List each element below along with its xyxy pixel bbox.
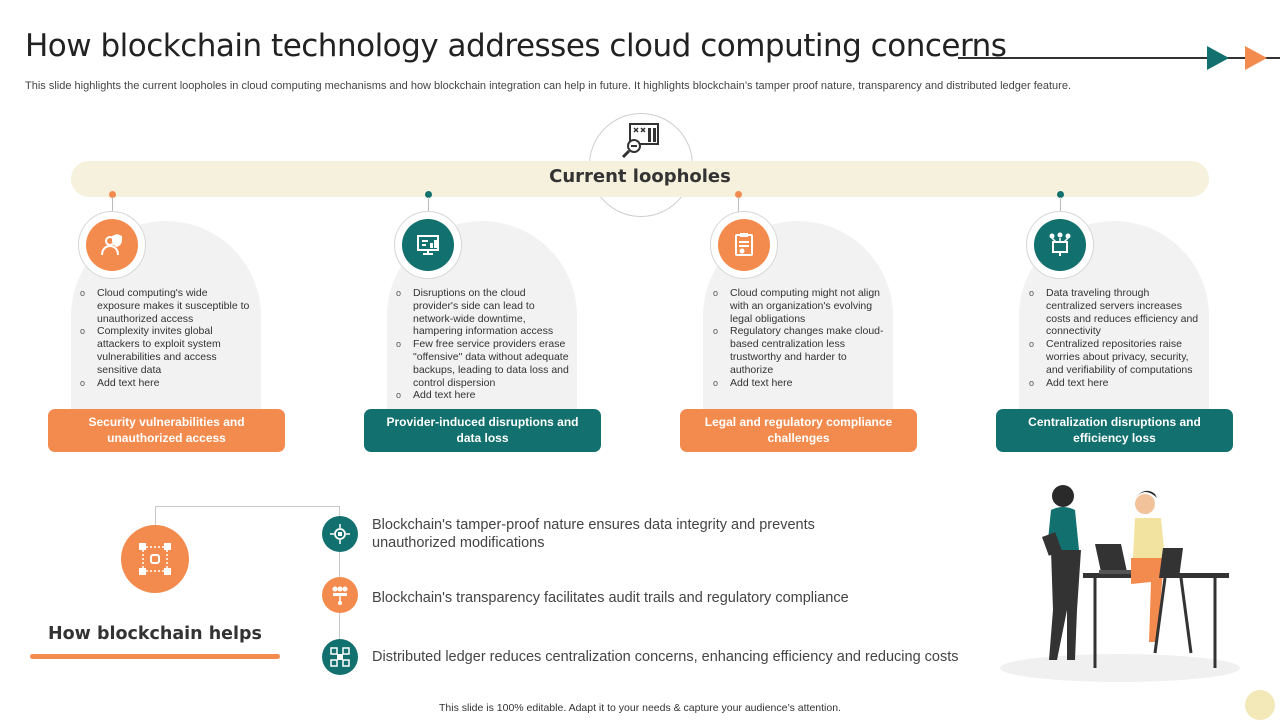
bullet-item: Complexity invites global attackers to e… (78, 325, 253, 376)
corner-decoration (1245, 690, 1275, 720)
arrow-orange-icon (1245, 46, 1267, 70)
connector-stem (1060, 197, 1061, 213)
loophole-label-pill: Security vulnerabilities and unauthorize… (48, 409, 285, 452)
bullet-item: Add text here (1027, 377, 1202, 390)
bullet-item: Data traveling through centralized serve… (1027, 287, 1202, 338)
tamper-proof-icon (322, 516, 358, 552)
arrow-teal-icon (1207, 46, 1229, 70)
connector-dot (1057, 191, 1064, 198)
compliance-clipboard-icon (718, 219, 770, 271)
slide-title: How blockchain technology addresses clou… (25, 28, 1007, 64)
connector-stem (428, 197, 429, 213)
blockchain-helps-title: How blockchain helps (48, 624, 262, 644)
slide-subtitle: This slide highlights the current loopho… (25, 80, 1072, 92)
loophole-label-pill: Provider-induced disruptions and data lo… (364, 409, 601, 452)
bullet-item: Few free service providers erase "offens… (394, 338, 569, 389)
title-underline (30, 654, 280, 659)
connector-stem (738, 197, 739, 213)
centralized-network-icon (1034, 219, 1086, 271)
connector-line (155, 506, 156, 528)
server-disruption-icon (402, 219, 454, 271)
bullet-item: Add text here (711, 377, 886, 390)
loophole-bullets: Disruptions on the cloud provider's side… (394, 287, 569, 402)
transparency-icon (322, 577, 358, 613)
bullet-item: Add text here (78, 377, 253, 390)
footer-note: This slide is 100% editable. Adapt it to… (439, 702, 841, 714)
bullet-item: Regulatory changes make cloud-based cent… (711, 325, 886, 376)
connector-line (155, 506, 340, 507)
bullet-item: Add text here (394, 389, 569, 402)
loophole-label-pill: Centralization disruptions and efficienc… (996, 409, 1233, 452)
bullet-item: Cloud computing might not align with an … (711, 287, 886, 325)
connector-stem (112, 197, 113, 213)
connector-dot (735, 191, 742, 198)
loophole-bullets: Cloud computing's wide exposure makes it… (78, 287, 253, 389)
benefit-text: Blockchain's tamper-proof nature ensures… (372, 517, 815, 551)
loopholes-banner (71, 161, 1209, 197)
bullet-item: Centralized repositories raise worries a… (1027, 338, 1202, 376)
team-at-laptop-illustration (995, 478, 1245, 688)
header-decoration-line (958, 57, 1280, 59)
user-shield-icon (86, 219, 138, 271)
distributed-ledger-icon (322, 639, 358, 675)
bullet-item: Cloud computing's wide exposure makes it… (78, 287, 253, 325)
blocked-data-search-icon (620, 122, 662, 159)
benefit-text: Distributed ledger reduces centralizatio… (372, 649, 959, 665)
connector-dot (425, 191, 432, 198)
blockchain-network-icon (121, 525, 189, 593)
benefit-text: Blockchain's transparency facilitates au… (372, 590, 849, 606)
loophole-bullets: Cloud computing might not align with an … (711, 287, 886, 389)
loophole-bullets: Data traveling through centralized serve… (1027, 287, 1202, 389)
connector-dot (109, 191, 116, 198)
loopholes-label: Current loopholes (549, 166, 731, 187)
loophole-label-pill: Legal and regulatory compliance challeng… (680, 409, 917, 452)
bullet-item: Disruptions on the cloud provider's side… (394, 287, 569, 338)
